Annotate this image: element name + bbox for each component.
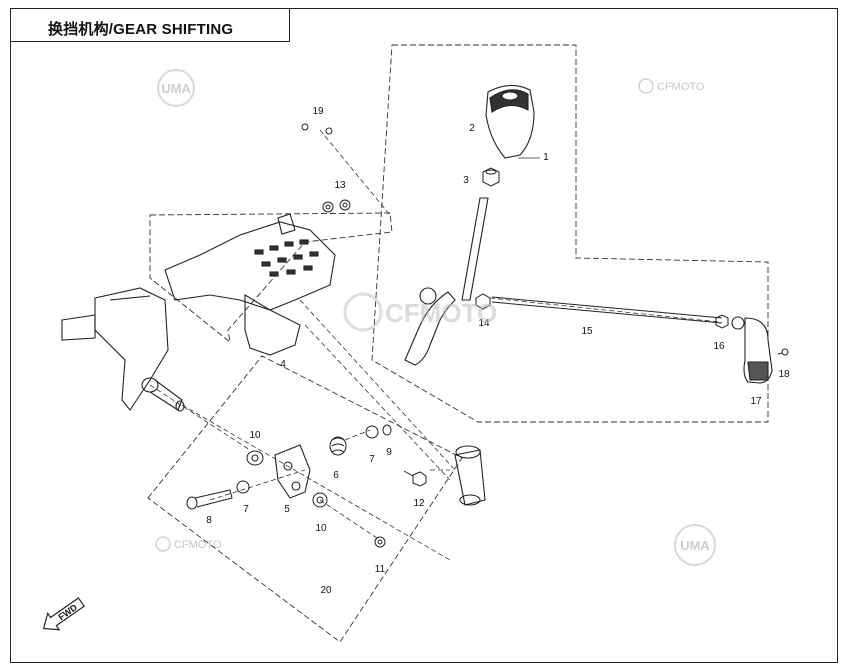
svg-text:CFMOTO: CFMOTO xyxy=(385,298,497,328)
callout-labels: 1 2 3 4 5 6 7 7 8 9 10 10 11 12 13 14 15… xyxy=(206,106,790,596)
spring-part-6 xyxy=(329,436,347,456)
callout-2: 2 xyxy=(469,123,475,134)
callout-14: 14 xyxy=(478,318,490,329)
callout-15: 15 xyxy=(581,326,593,337)
cfmoto-watermark-top-right: CFMOTO xyxy=(638,78,705,94)
group-1-outline xyxy=(371,44,769,423)
bushing-part-7b xyxy=(365,425,379,439)
cfmoto-watermark-bottom-left: CFMOTO xyxy=(155,536,222,552)
washer-part-9 xyxy=(382,424,392,436)
callout-5: 5 xyxy=(284,504,290,515)
shift-arm-part-17 xyxy=(731,316,773,384)
bolt-part-18 xyxy=(777,348,789,356)
uma-watermark-bottom-right: UMA xyxy=(674,524,716,566)
callout-19: 19 xyxy=(312,106,324,117)
callout-16: 16 xyxy=(713,341,725,352)
nut-part-16 xyxy=(715,314,729,329)
leader-lines xyxy=(149,129,721,561)
bushing-part-7a xyxy=(236,480,250,494)
bushing-part-10a xyxy=(246,450,264,466)
callout-18: 18 xyxy=(778,369,790,380)
group-4-outline xyxy=(149,212,393,344)
svg-text:CFMOTO: CFMOTO xyxy=(657,81,705,93)
nut-part-13 xyxy=(322,199,351,213)
callout-7b: 7 xyxy=(369,454,375,465)
fwd-arrow-icon: FWD xyxy=(42,597,86,631)
callout-12: 12 xyxy=(413,498,425,509)
callout-13: 13 xyxy=(334,180,346,191)
shift-rod-part-15 xyxy=(491,296,723,324)
shift-bracket-part-4 xyxy=(164,213,336,356)
bolt-part-19 xyxy=(301,123,333,135)
nut-part-3 xyxy=(482,167,500,187)
shift-lever-part-1 xyxy=(404,197,489,366)
pivot-shaft xyxy=(141,377,185,412)
shift-knob-part-2 xyxy=(485,84,535,159)
callout-3: 3 xyxy=(463,175,469,186)
callout-17: 17 xyxy=(750,396,762,407)
callout-9: 9 xyxy=(386,447,392,458)
group-20-outline xyxy=(147,355,463,643)
callout-7a: 7 xyxy=(243,504,249,515)
pin-part-8 xyxy=(186,489,233,510)
callout-10a: 10 xyxy=(249,430,261,441)
uma-watermark-top-left: UMA xyxy=(157,69,195,107)
assembly-outlines xyxy=(147,44,769,643)
bolt-part-12 xyxy=(403,470,427,487)
nut-part-14 xyxy=(475,293,491,310)
washer-part-11 xyxy=(374,536,386,548)
callout-20: 20 xyxy=(320,585,332,596)
svg-text:UMA: UMA xyxy=(161,81,191,96)
diagram-frame xyxy=(10,8,838,663)
callout-8: 8 xyxy=(206,515,212,526)
shift-pedal-pivot xyxy=(454,445,486,506)
pedal-bracket-part-5 xyxy=(274,444,311,499)
diagram-title: 换挡机构/GEAR SHIFTING xyxy=(48,21,234,38)
title-box: 换挡机构/GEAR SHIFTING xyxy=(10,8,290,42)
callout-11: 11 xyxy=(375,564,386,575)
frame-mount-bracket xyxy=(61,287,169,411)
callout-6: 6 xyxy=(333,470,339,481)
callout-10b: 10 xyxy=(315,523,327,534)
svg-text:UMA: UMA xyxy=(680,538,710,553)
cfmoto-watermark-center: CFMOTO xyxy=(343,292,497,332)
callout-1: 1 xyxy=(543,152,549,163)
callout-4: 4 xyxy=(280,359,286,370)
bushing-part-10b xyxy=(312,492,328,508)
svg-text:CFMOTO: CFMOTO xyxy=(174,539,222,551)
